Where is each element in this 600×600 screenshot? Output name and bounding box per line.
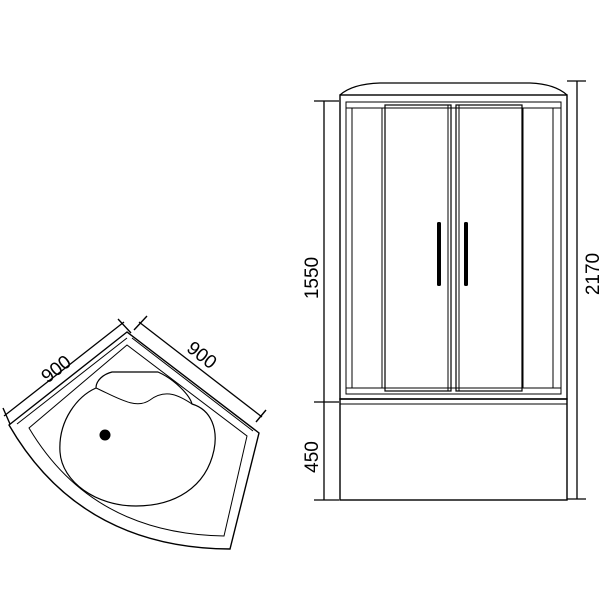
basin-outline bbox=[59, 371, 216, 507]
right-fixed-panel bbox=[522, 107, 554, 389]
dim-tick-left-a bbox=[2, 407, 11, 425]
left-wall-line bbox=[16, 337, 128, 425]
tray-base bbox=[339, 398, 568, 501]
right-wall-line bbox=[131, 337, 254, 432]
dim-tray-height-label: 450 bbox=[302, 441, 323, 473]
left-sliding-door bbox=[384, 104, 452, 392]
dim-tick-left-b bbox=[117, 318, 132, 334]
drain-hole bbox=[99, 429, 111, 441]
dim-line-right-900 bbox=[138, 321, 263, 418]
tray-outer-outline bbox=[8, 331, 260, 550]
dim-line-left-900 bbox=[3, 321, 125, 417]
dim-total-height-label: 2170 bbox=[583, 253, 600, 295]
basin-rim-curve bbox=[95, 387, 193, 405]
dim-tick-right-a bbox=[133, 315, 148, 331]
top-view: 900 900 bbox=[2, 315, 267, 550]
left-fixed-panel bbox=[351, 107, 383, 389]
dim-tick-right-b bbox=[255, 409, 267, 423]
dim-cabin-height-label: 1550 bbox=[302, 257, 323, 299]
dim-right-width-label: 900 bbox=[182, 338, 220, 374]
right-sliding-door bbox=[455, 104, 523, 392]
cabin-roof bbox=[339, 82, 568, 96]
right-door-handle bbox=[464, 222, 468, 286]
tray-inner-outline bbox=[28, 344, 248, 537]
front-view: 1550 450 2170 bbox=[302, 80, 600, 501]
cabin-inner-frame bbox=[345, 101, 562, 395]
cabin-outer-frame bbox=[339, 94, 568, 400]
left-door-handle bbox=[437, 222, 441, 286]
